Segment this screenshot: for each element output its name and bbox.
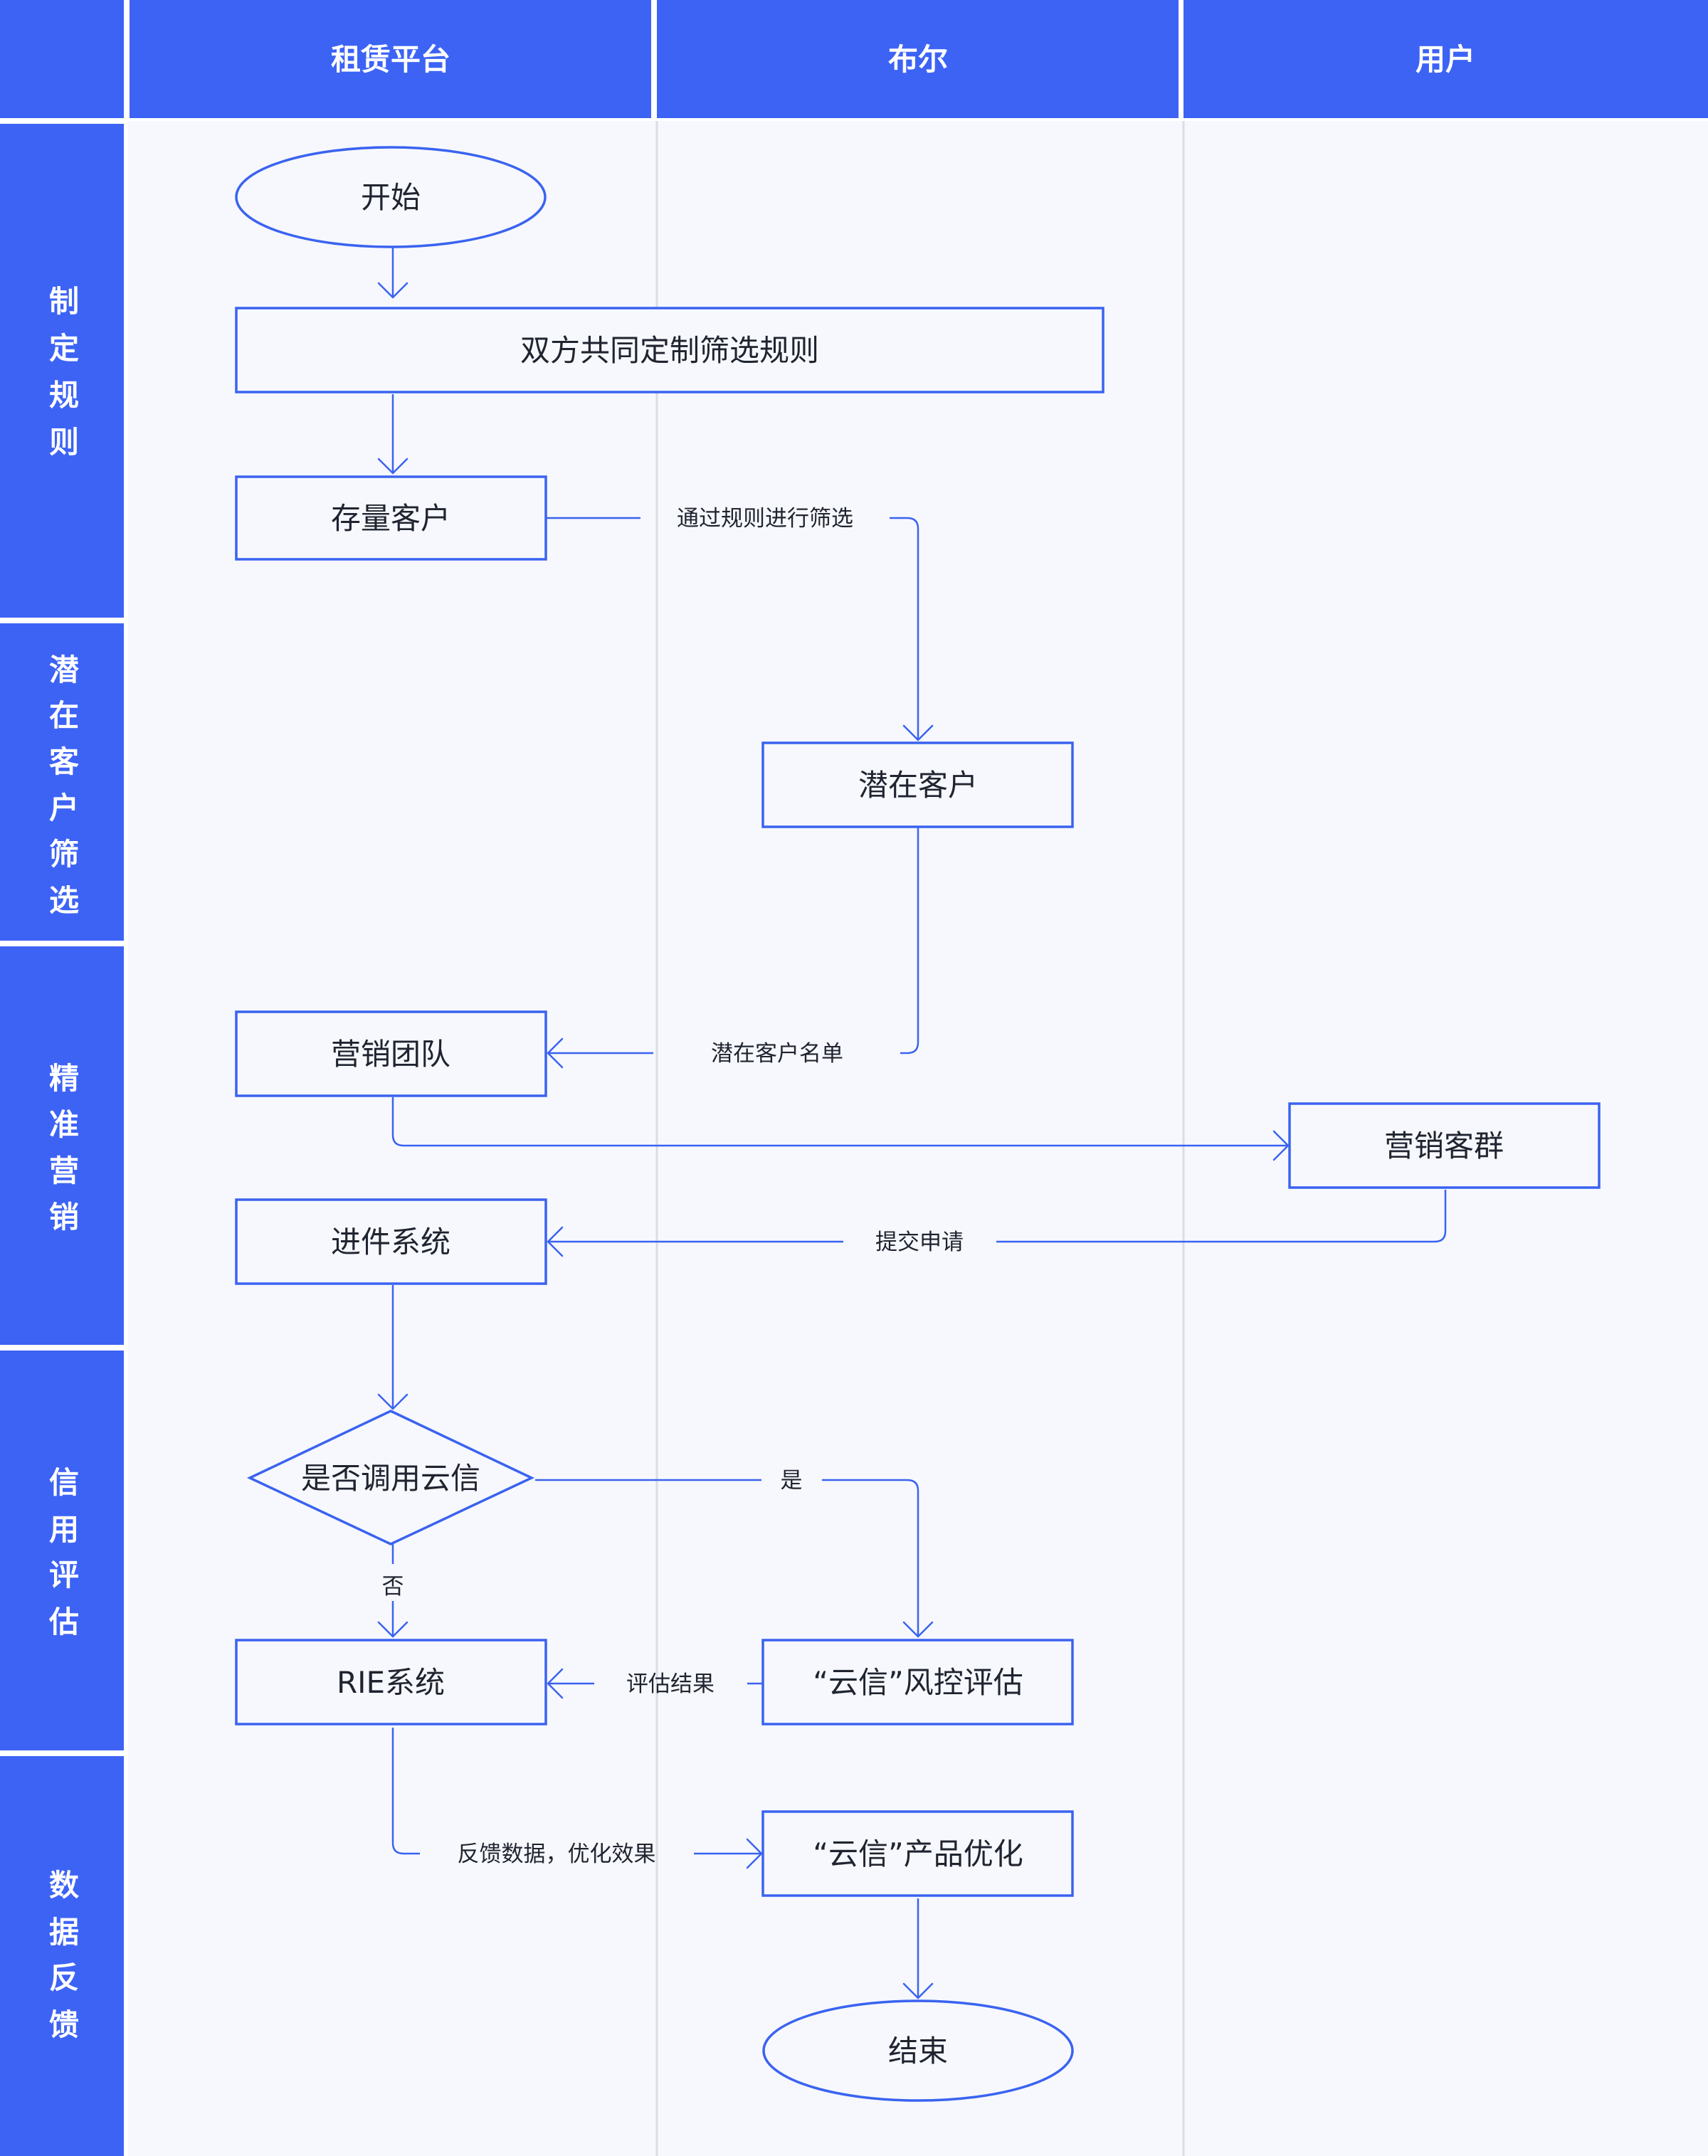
edge-label-filter: 通过规则进行筛选 bbox=[677, 506, 853, 532]
node-end-shape bbox=[762, 1999, 1074, 2102]
edge-label-potential-list: 潜在客户名单 bbox=[711, 1041, 843, 1067]
column-header-buer bbox=[657, 0, 1179, 118]
node-intake-label: 进件系统 bbox=[331, 1225, 450, 1259]
phase-char: 馈 bbox=[49, 2007, 79, 2042]
phase-cell-marketing bbox=[0, 946, 124, 1345]
arrowhead-icon bbox=[1272, 1130, 1290, 1161]
phase-char: 信 bbox=[49, 1465, 79, 1500]
node-stock-shape bbox=[235, 475, 547, 561]
arrowhead-icon bbox=[746, 1838, 763, 1869]
node-rie-label: RIE系统 bbox=[337, 1665, 445, 1700]
edge-label-submit: 提交申请 bbox=[875, 1230, 964, 1255]
node-potential-label: 潜在客户 bbox=[858, 768, 978, 803]
phase-char: 户 bbox=[49, 791, 79, 825]
node-stock-label: 存量客户 bbox=[331, 501, 450, 536]
phase-cell-rules bbox=[0, 124, 124, 618]
phase-char: 据 bbox=[49, 1915, 79, 1950]
edge-potential-team bbox=[900, 827, 919, 1055]
phase-cell-feedback bbox=[0, 1756, 124, 2156]
edge-label-yes: 是 bbox=[781, 1468, 803, 1494]
phase-char: 规 bbox=[49, 378, 79, 413]
column-label-buer: 布尔 bbox=[888, 42, 948, 77]
node-end-label: 结束 bbox=[888, 2034, 948, 2068]
arrowhead-icon bbox=[547, 1037, 564, 1069]
node-decision-shape bbox=[246, 1410, 535, 1545]
node-start-shape bbox=[235, 146, 547, 248]
arrowhead-icon bbox=[902, 724, 934, 741]
arrowhead-icon bbox=[377, 1393, 408, 1410]
node-potential-shape bbox=[761, 741, 1074, 828]
node-marketing-team-shape bbox=[235, 1010, 547, 1097]
node-start-label: 开始 bbox=[361, 180, 421, 215]
edge-label-no: 否 bbox=[382, 1574, 404, 1600]
phase-char: 销 bbox=[49, 1200, 79, 1235]
node-intake-shape bbox=[235, 1198, 547, 1285]
edge-stock-potential bbox=[890, 517, 919, 740]
node-rules-shape bbox=[235, 307, 1105, 393]
node-yunxin-opt-shape bbox=[761, 1810, 1074, 1897]
node-decision-label: 是否调用云信 bbox=[301, 1461, 480, 1496]
arrowhead-icon bbox=[377, 1621, 408, 1638]
column-label-user: 用户 bbox=[1416, 42, 1475, 77]
edge-label-feedback: 反馈数据，优化效果 bbox=[458, 1841, 656, 1867]
arrowhead-icon bbox=[377, 282, 408, 299]
node-marketing-group-shape bbox=[1288, 1102, 1601, 1189]
arrowhead-icon bbox=[902, 1982, 934, 1999]
phase-char: 定 bbox=[49, 331, 79, 366]
phase-cell-credit bbox=[0, 1351, 124, 1750]
edge-decision-risk bbox=[822, 1479, 919, 1637]
phase-char: 选 bbox=[49, 883, 79, 918]
phase-char: 反 bbox=[49, 1960, 79, 1995]
corner-cell bbox=[0, 0, 124, 118]
arrowhead-icon bbox=[547, 1668, 564, 1699]
edge-rie-opt bbox=[391, 1728, 420, 1855]
phase-char: 则 bbox=[49, 425, 79, 460]
node-marketing-group-label: 营销客群 bbox=[1384, 1129, 1504, 1163]
edge-label-eval-result: 评估结果 bbox=[626, 1671, 715, 1697]
phase-char: 估 bbox=[48, 1605, 79, 1639]
phase-cell-screening bbox=[0, 623, 124, 941]
phase-char: 用 bbox=[49, 1512, 79, 1547]
phase-char: 制 bbox=[49, 284, 79, 319]
phase-char: 筛 bbox=[49, 837, 79, 872]
node-rie-shape bbox=[235, 1639, 547, 1726]
phase-char: 潜 bbox=[49, 652, 79, 687]
phase-char: 精 bbox=[49, 1061, 79, 1096]
phase-char: 评 bbox=[49, 1558, 79, 1592]
node-yunxin-opt-label: “云信”产品优化 bbox=[813, 1837, 1023, 1871]
phase-char: 在 bbox=[49, 698, 79, 733]
node-yunxin-risk-label: “云信”风控评估 bbox=[813, 1665, 1023, 1700]
column-header-user bbox=[1184, 0, 1708, 118]
node-marketing-team-label: 营销团队 bbox=[331, 1037, 450, 1072]
column-label-platform: 租赁平台 bbox=[331, 42, 450, 77]
phase-char: 准 bbox=[49, 1107, 79, 1142]
edge-team-group bbox=[391, 1097, 1288, 1147]
column-header-platform bbox=[130, 0, 651, 118]
phase-char: 营 bbox=[49, 1153, 79, 1188]
node-rules-label: 双方共同定制筛选规则 bbox=[520, 333, 819, 368]
arrowhead-icon bbox=[902, 1621, 934, 1638]
arrowhead-icon bbox=[377, 458, 408, 475]
phase-char: 数 bbox=[49, 1868, 79, 1903]
arrowhead-icon bbox=[547, 1226, 564, 1257]
node-yunxin-risk-shape bbox=[761, 1639, 1074, 1726]
phase-char: 客 bbox=[49, 744, 79, 779]
edge-group-intake bbox=[996, 1190, 1447, 1243]
